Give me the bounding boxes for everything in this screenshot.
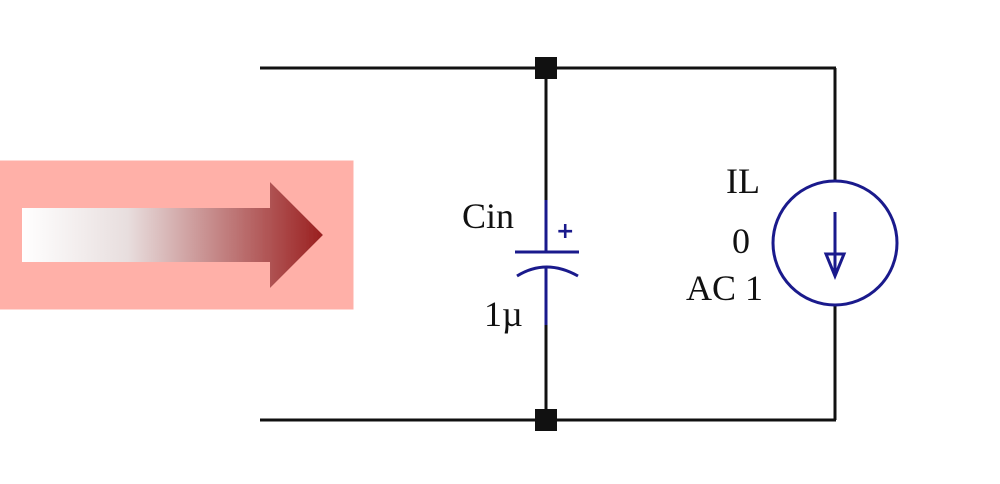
capacitor-name: Cin	[462, 196, 514, 236]
capacitor-polarity: +	[556, 219, 574, 244]
capacitor-cin	[515, 200, 579, 325]
input-arrow	[22, 182, 323, 288]
node-top	[535, 57, 557, 79]
source-ac-value: AC 1	[686, 268, 763, 308]
source-dc-value: 0	[732, 221, 750, 261]
node-bottom	[535, 409, 557, 431]
capacitor-value: 1µ	[484, 294, 523, 334]
source-name: IL	[726, 161, 760, 201]
current-source-il	[771, 179, 899, 307]
